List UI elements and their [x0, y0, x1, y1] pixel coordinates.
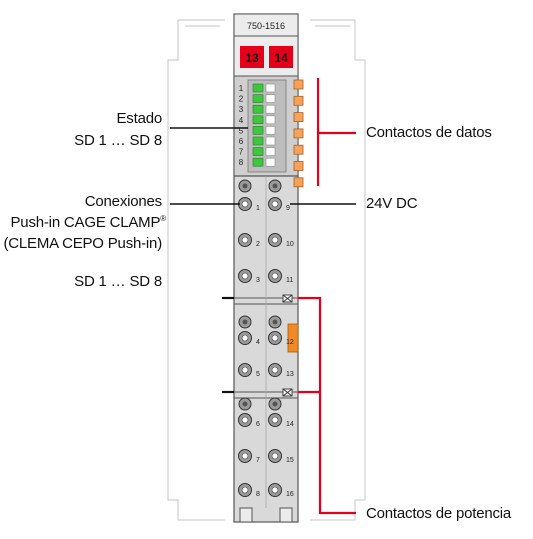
data-contact	[293, 112, 304, 122]
status-leds: 1 23 45 6 78	[239, 83, 276, 167]
wire-entry-hole	[241, 416, 249, 424]
status-led	[252, 115, 264, 125]
led-number: 1	[239, 84, 244, 93]
led-number: 6	[239, 137, 244, 146]
status-led	[252, 157, 264, 167]
terminal-number: 11	[286, 277, 293, 284]
terminal-number: 1	[256, 205, 260, 212]
wire-entry-hole	[241, 452, 249, 460]
led-lens	[265, 94, 276, 103]
terminal-number: 7	[256, 457, 260, 464]
led-number: 8	[239, 158, 244, 167]
supply-label: 24V DC	[366, 195, 418, 212]
marker-13	[240, 46, 264, 68]
led-lens	[265, 147, 276, 156]
wire-entry-hole	[271, 272, 279, 280]
data-contact	[293, 95, 304, 106]
wire-entry-hole	[241, 486, 249, 494]
status-range: SD 1 … SD 8	[74, 132, 162, 149]
terminal-number: 3	[256, 277, 260, 284]
marker-14	[269, 46, 293, 68]
release-button-center	[272, 401, 278, 407]
connections-type-text: Push-in CAGE CLAMP	[10, 214, 161, 231]
wire-entry-hole	[241, 272, 249, 280]
data-contact	[293, 177, 304, 188]
release-button-center	[272, 319, 278, 325]
wire-entry-hole	[271, 486, 279, 494]
terminal-number: 5	[256, 371, 260, 378]
led-lens	[265, 157, 276, 167]
data-contacts-label: Contactos de datos	[366, 124, 492, 141]
connections-type: Push-in CAGE CLAMP®	[11, 214, 167, 231]
release-button-center	[272, 183, 278, 189]
wire-entry-hole	[241, 334, 249, 342]
wire-entry-hole	[271, 334, 279, 342]
led-lens	[265, 136, 276, 146]
part-number: 750-1516	[247, 21, 285, 31]
data-contact	[293, 128, 304, 139]
terminal-number: 9	[286, 205, 290, 212]
status-led	[252, 83, 264, 93]
terminal-number: 6	[256, 421, 260, 428]
terminal-number: 15	[286, 457, 294, 464]
led-number: 5	[239, 126, 244, 135]
callout-lines	[170, 127, 356, 205]
status-led	[252, 136, 264, 146]
data-contact	[293, 79, 304, 90]
marker-14-label: 14	[274, 51, 288, 65]
led-number: 2	[239, 95, 244, 104]
release-button-center	[242, 319, 248, 325]
terminal-number: 2	[256, 241, 260, 248]
marker-13-label: 13	[245, 51, 259, 65]
wire-entry-hole	[271, 452, 279, 460]
data-contact	[293, 144, 304, 155]
terminal-number: 4	[256, 339, 260, 346]
terminal-number: 16	[286, 491, 294, 498]
terminal-number: 13	[286, 371, 294, 378]
connections-range: SD 1 … SD 8	[74, 273, 162, 290]
terminal-number: 14	[286, 421, 294, 428]
wire-entry-hole	[271, 200, 279, 208]
top-markers: 13 14	[240, 46, 293, 68]
release-button-center	[242, 401, 248, 407]
data-contacts	[293, 79, 304, 188]
ghost-rail-outline	[167, 19, 366, 521]
wire-entry-hole	[241, 236, 249, 244]
wire-entry-hole	[241, 200, 249, 208]
led-number: 7	[239, 148, 244, 157]
power-bracket-upper	[298, 296, 356, 515]
connections-title: Conexiones	[84, 193, 162, 210]
led-lens	[265, 83, 276, 93]
status-led	[252, 94, 264, 103]
led-lens	[265, 126, 276, 135]
status-led	[252, 147, 264, 156]
red-brackets	[298, 78, 356, 515]
led-number: 3	[239, 105, 244, 114]
power-jumper-icon	[287, 323, 299, 353]
status-title: Estado	[116, 110, 163, 127]
terminal-blocks: 1 9 2 10 3 11 4 12 5 13 6 14 7 15 8 16	[238, 179, 294, 498]
wire-entry-hole	[271, 236, 279, 244]
terminal-number: 8	[256, 491, 260, 498]
terminal-number: 12	[286, 339, 294, 346]
wire-entry-hole	[271, 416, 279, 424]
wire-entry-hole	[241, 366, 249, 374]
registered-mark: ®	[160, 214, 166, 223]
power-contacts-label: Contactos de potencia	[366, 505, 512, 522]
connections-spanish: (CLEMA CEPO Push-in)	[3, 235, 162, 252]
terminal-number: 10	[286, 241, 294, 248]
wire-entry-hole	[271, 366, 279, 374]
status-led	[252, 104, 264, 114]
status-led	[252, 126, 264, 135]
release-button-center	[242, 183, 248, 189]
led-lens	[265, 104, 276, 114]
led-lens	[265, 115, 276, 125]
led-number: 4	[239, 116, 244, 125]
data-contact	[293, 161, 304, 171]
